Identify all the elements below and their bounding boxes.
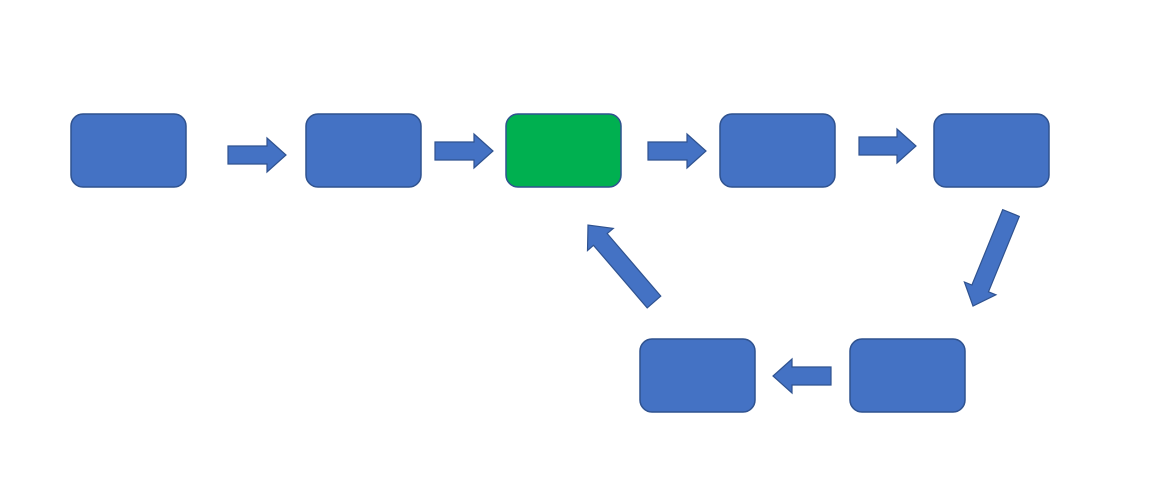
node-1-box bbox=[70, 113, 187, 188]
node-4-box bbox=[719, 113, 836, 188]
arrow-node-6-to-node-7 bbox=[772, 357, 832, 395]
node-7-box bbox=[639, 338, 756, 413]
node-5-box bbox=[933, 113, 1050, 188]
node-6-box bbox=[849, 338, 966, 413]
node-5 bbox=[933, 113, 1050, 188]
node-2 bbox=[305, 113, 422, 188]
node-3-box bbox=[505, 113, 622, 188]
edges-layer bbox=[227, 127, 1021, 395]
node-6 bbox=[849, 338, 966, 413]
node-2-box bbox=[305, 113, 422, 188]
arrow-node-1-to-node-2 bbox=[227, 136, 287, 174]
node-3-highlighted bbox=[505, 113, 622, 188]
nodes-layer bbox=[70, 113, 1050, 413]
node-4 bbox=[719, 113, 836, 188]
arrow-node-5-to-node-6 bbox=[963, 208, 1021, 307]
arrow-node-7-to-node-3 bbox=[586, 224, 662, 309]
arrow-node-3-to-node-4 bbox=[647, 132, 707, 170]
node-7 bbox=[639, 338, 756, 413]
arrow-node-4-to-node-5 bbox=[858, 127, 917, 165]
arrow-node-2-to-node-3 bbox=[434, 132, 494, 170]
node-1 bbox=[70, 113, 187, 188]
